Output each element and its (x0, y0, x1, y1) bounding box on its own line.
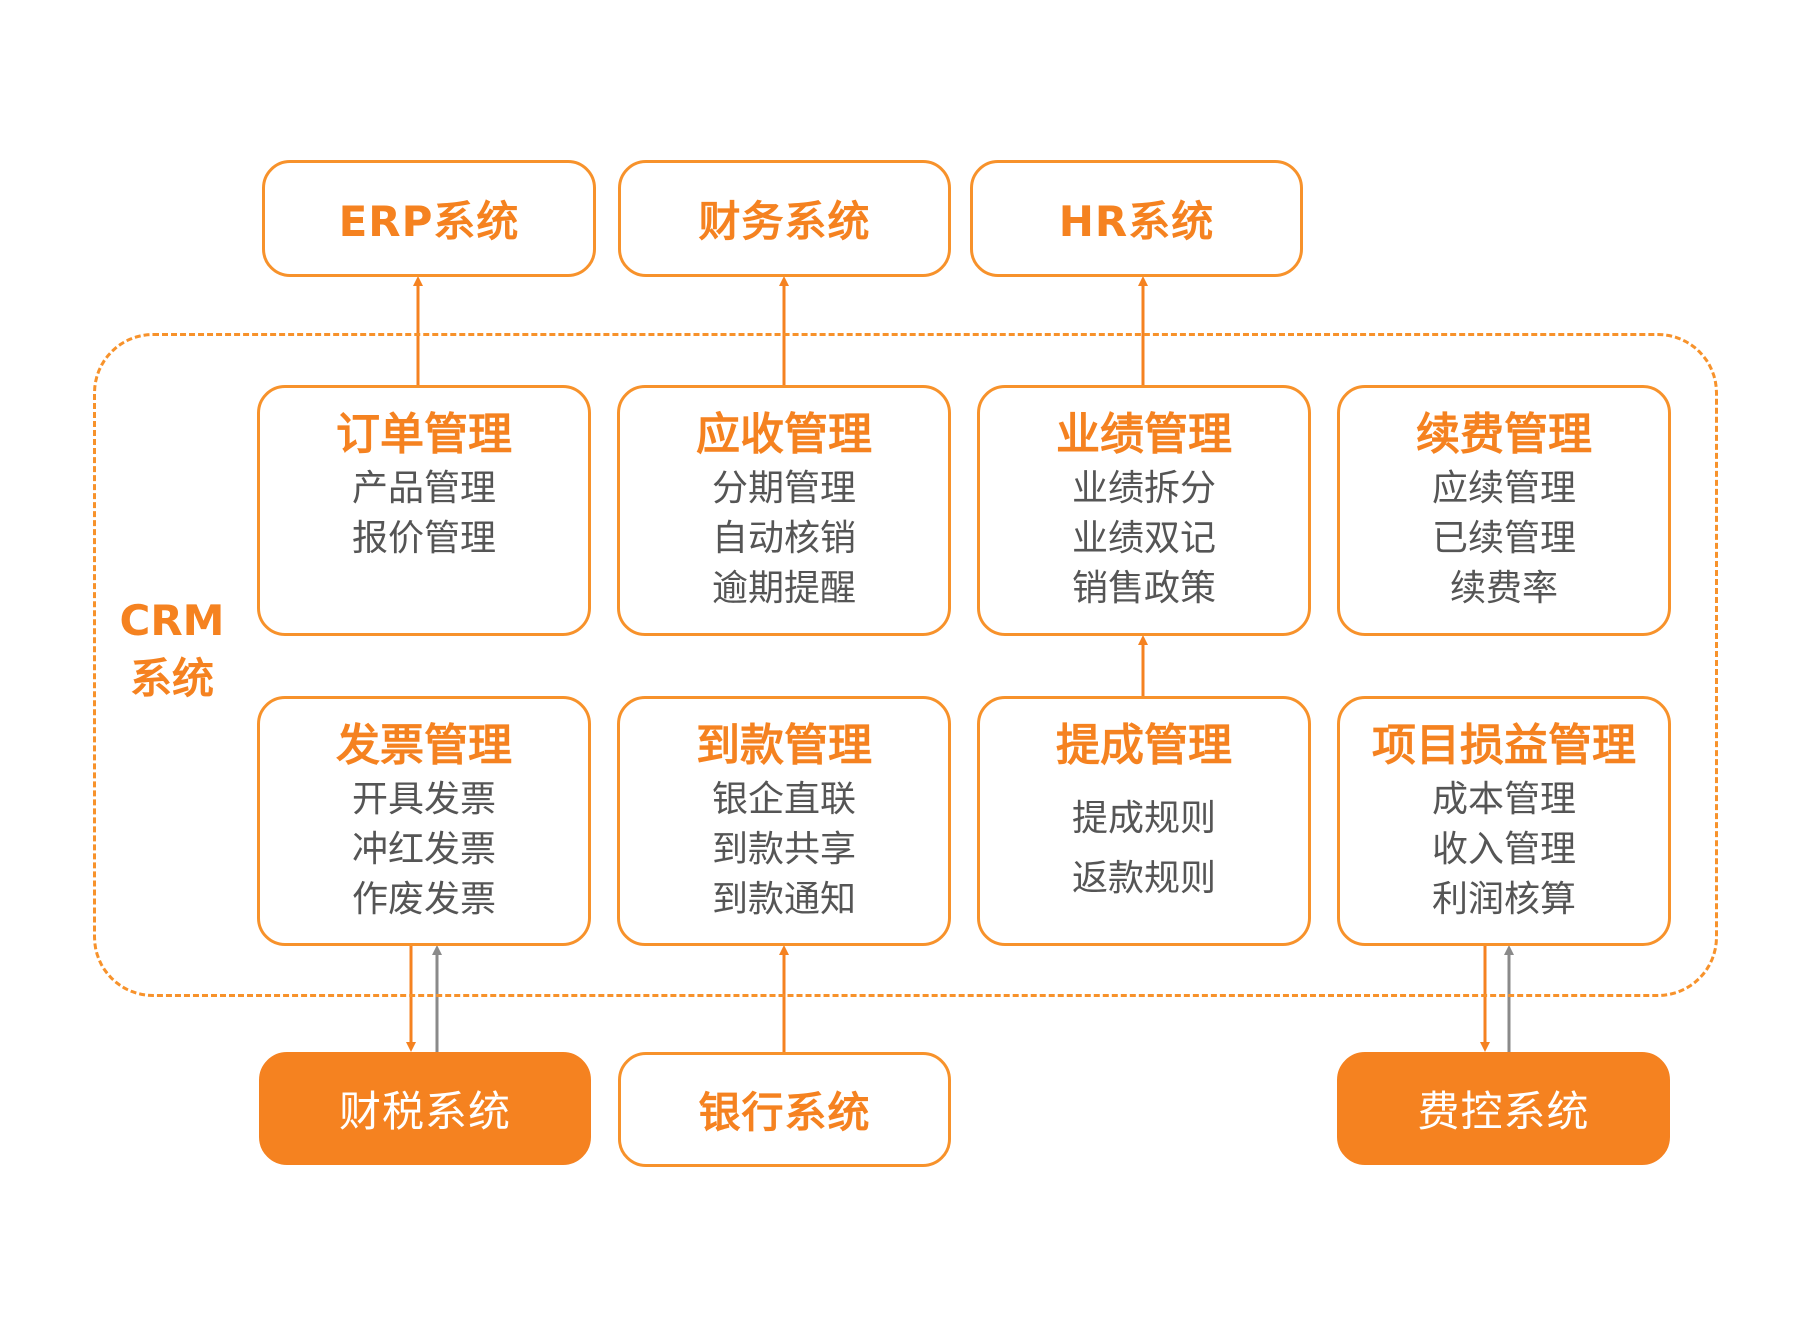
payment-management-module: 到款管理 银企直联 到款共享 到款通知 (617, 696, 951, 946)
erp-system-label: ERP系统 (338, 197, 520, 246)
module-item: 开具发票 (351, 779, 496, 820)
invoice-management-module: 发票管理 开具发票 冲红发票 作废发票 (257, 696, 591, 946)
module-item: 提成规则 (1071, 798, 1216, 839)
module-title: 续费管理 (1416, 409, 1592, 460)
module-title: 项目损益管理 (1372, 720, 1636, 771)
module-item: 续费率 (1449, 568, 1558, 609)
module-item: 作废发票 (351, 879, 496, 920)
module-item: 应续管理 (1431, 468, 1576, 509)
hr-system-box: HR系统 (970, 160, 1303, 277)
module-item: 到款通知 (711, 879, 856, 920)
module-title: 订单管理 (336, 409, 512, 460)
module-item: 返款规则 (1071, 858, 1216, 899)
crm-system-label: CRM 系统 (112, 592, 232, 708)
tax-system-box: 财税系统 (259, 1052, 591, 1165)
hr-system-label: HR系统 (1058, 197, 1215, 246)
module-title: 发票管理 (336, 720, 512, 771)
module-item: 销售政策 (1071, 568, 1216, 609)
performance-management-module: 业绩管理 业绩拆分 业绩双记 销售政策 (977, 385, 1311, 636)
module-item: 到款共享 (711, 829, 856, 870)
tax-system-label: 财税系统 (338, 1087, 511, 1136)
module-item: 报价管理 (351, 518, 496, 559)
module-item: 业绩双记 (1071, 518, 1216, 559)
finance-system-label: 财务系统 (698, 197, 871, 246)
expense-control-system-box: 费控系统 (1337, 1052, 1670, 1165)
crm-system-boundary (93, 333, 1718, 997)
crm-label-line1: CRM (119, 596, 225, 645)
module-item: 利润核算 (1431, 879, 1576, 920)
module-item: 分期管理 (711, 468, 856, 509)
module-item: 已续管理 (1431, 518, 1576, 559)
bank-system-label: 银行系统 (698, 1088, 871, 1137)
order-management-module: 订单管理 产品管理 报价管理 (257, 385, 591, 636)
module-title: 业绩管理 (1056, 409, 1232, 460)
project-profit-loss-module: 项目损益管理 成本管理 收入管理 利润核算 (1337, 696, 1671, 946)
module-item: 银企直联 (711, 779, 856, 820)
module-item: 自动核销 (711, 518, 856, 559)
crm-label-line2: 系统 (129, 654, 214, 703)
module-title: 提成管理 (1056, 720, 1232, 771)
module-title: 应收管理 (696, 409, 872, 460)
renewal-management-module: 续费管理 应续管理 已续管理 续费率 (1337, 385, 1671, 636)
module-item: 产品管理 (351, 468, 496, 509)
module-item: 业绩拆分 (1071, 468, 1216, 509)
erp-system-box: ERP系统 (262, 160, 596, 277)
module-item: 收入管理 (1431, 829, 1576, 870)
finance-system-box: 财务系统 (618, 160, 951, 277)
bank-system-box: 银行系统 (618, 1052, 951, 1167)
receivable-management-module: 应收管理 分期管理 自动核销 逾期提醒 (617, 385, 951, 636)
expense-control-system-label: 费控系统 (1417, 1087, 1590, 1136)
module-item: 冲红发票 (351, 829, 496, 870)
commission-management-module: 提成管理 提成规则 返款规则 (977, 696, 1311, 946)
module-item: 逾期提醒 (711, 568, 856, 609)
module-item: 成本管理 (1431, 779, 1576, 820)
module-title: 到款管理 (696, 720, 872, 771)
